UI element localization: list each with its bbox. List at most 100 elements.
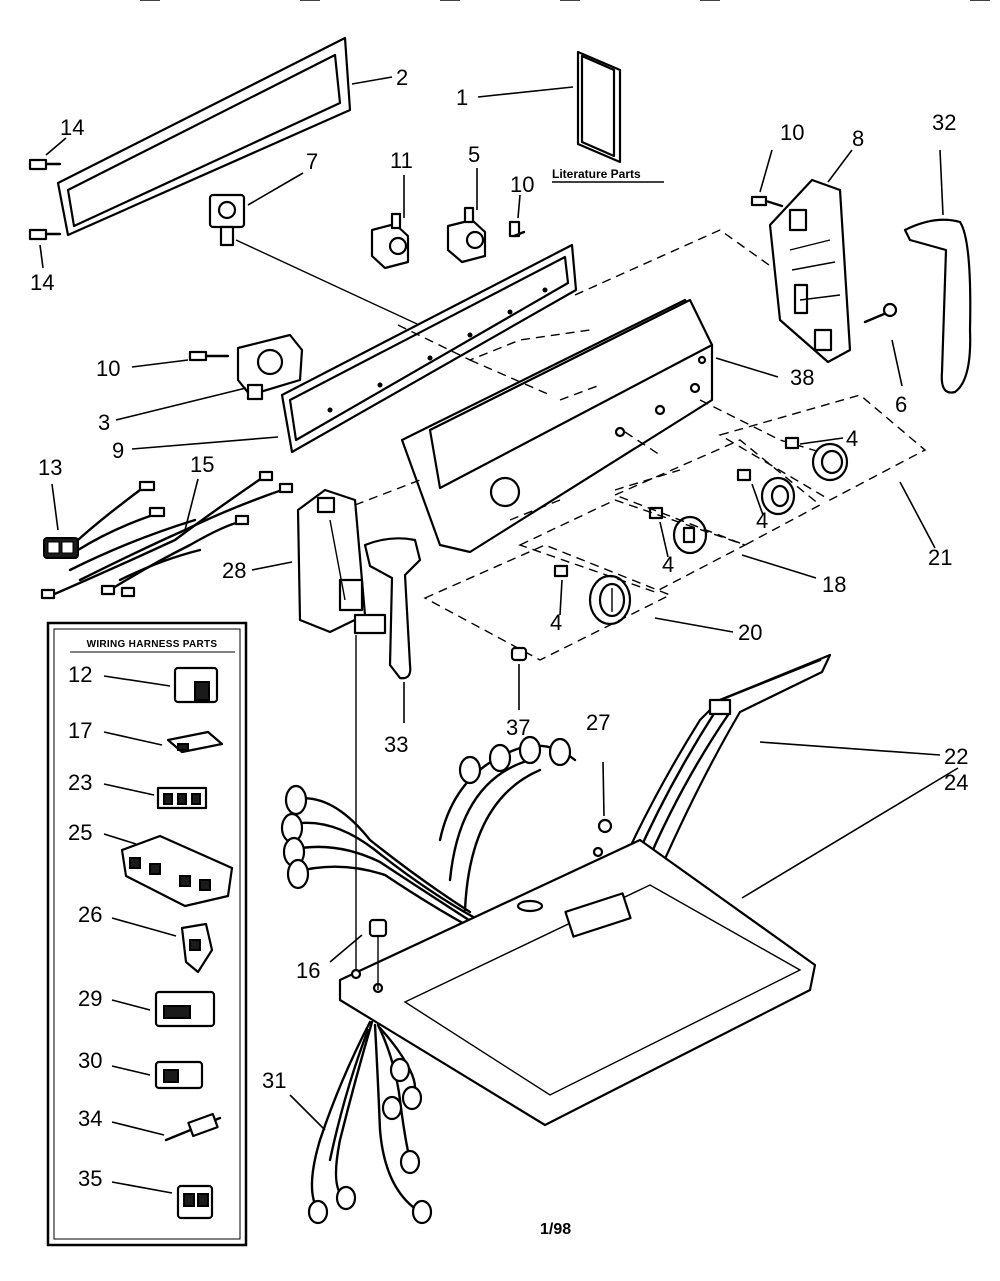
callout-16: 16 (296, 958, 320, 983)
callout-31: 31 (262, 1068, 286, 1093)
callout-13: 13 (38, 455, 62, 480)
leader-10-right (759, 149, 773, 193)
callout-9: 9 (112, 438, 124, 463)
harness-box-title: WIRING HARNESS PARTS (87, 639, 218, 650)
callout-34: 34 (78, 1106, 102, 1131)
end-cap-28-part (296, 488, 387, 635)
callout-2: 2 (396, 65, 408, 90)
screw-10-left (188, 350, 230, 362)
leader-22 (759, 741, 941, 756)
screw-27-part (597, 818, 613, 834)
leader-18 (741, 554, 817, 579)
knob-20-part (588, 574, 632, 626)
connector-26-part (180, 922, 214, 974)
callout-10-left: 10 (96, 356, 120, 381)
callout-32: 32 (932, 110, 956, 135)
literature-parts-label: Literature Parts (552, 167, 641, 181)
connector-17-part (166, 730, 224, 754)
clip-16-part (368, 918, 388, 990)
console-wire-bundle (280, 735, 577, 928)
callout-6: 6 (895, 392, 907, 417)
rear-panel-part (56, 36, 352, 237)
callout-4-c: 4 (756, 508, 768, 533)
leader-10-center (517, 194, 521, 219)
leader-1 (477, 86, 574, 98)
callout-28: 28 (222, 558, 246, 583)
literature-part (576, 50, 622, 164)
switch-5-part (446, 206, 487, 264)
screw-6-part (863, 302, 898, 324)
leader-21 (899, 481, 936, 549)
leader-9 (131, 436, 279, 450)
leader-29 (111, 999, 151, 1011)
callout-26: 26 (78, 902, 102, 927)
callout-7: 7 (306, 149, 318, 174)
callout-20: 20 (738, 620, 762, 645)
end-cap-8-part (768, 178, 852, 364)
callout-4-a: 4 (550, 610, 562, 635)
leader-25 (103, 833, 137, 845)
callout-30: 30 (78, 1048, 102, 1073)
leader-4b (659, 521, 669, 558)
leader-15 (184, 478, 199, 531)
leader-27 (602, 761, 605, 817)
leader-23 (103, 783, 155, 796)
callout-21: 21 (928, 545, 952, 570)
leader-38 (715, 357, 779, 378)
control-bracket-9-part (280, 243, 578, 454)
leader-3 (115, 387, 247, 421)
leader-2 (351, 76, 393, 85)
leader-4a (559, 579, 563, 616)
callout-35: 35 (78, 1166, 102, 1191)
leader-32 (939, 149, 944, 216)
leader-31 (289, 1094, 326, 1131)
leader-14b (39, 244, 44, 269)
leader-34 (111, 1121, 165, 1136)
callout-24: 24 (944, 770, 968, 795)
leader-17 (103, 731, 163, 746)
callout-10-center: 10 (510, 172, 534, 197)
callout-3: 3 (98, 410, 110, 435)
leader-10-left (131, 359, 189, 368)
callout-18: 18 (822, 572, 846, 597)
clip-37-part (510, 646, 528, 662)
trim-32-part (903, 218, 972, 394)
callout-12: 12 (68, 662, 92, 687)
leader-28 (251, 561, 293, 571)
knob-21-part (811, 442, 849, 482)
knob-18a-part (672, 515, 708, 555)
callout-29: 29 (78, 986, 102, 1011)
screw-14-top (28, 158, 62, 171)
trim-33-part (363, 537, 422, 680)
timer-3-part (236, 333, 304, 401)
switch-7-part (208, 193, 246, 247)
leader-26 (111, 917, 177, 937)
leader-30 (111, 1065, 151, 1076)
leader-6 (891, 339, 903, 387)
connector-35-part (176, 1184, 214, 1220)
wiring-harness-parts-box: WIRING HARNESS PARTS 12 17 23 25 (46, 621, 248, 1247)
connector-29-part (154, 990, 216, 1028)
callout-14-bottom: 14 (30, 270, 54, 295)
leader-14a (45, 137, 67, 156)
callout-1: 1 (456, 85, 468, 110)
leader-8 (827, 149, 853, 183)
harness-13-part (43, 480, 166, 559)
callout-22: 22 (944, 744, 968, 769)
knob-18b-part (760, 476, 796, 516)
callout-17: 17 (68, 718, 92, 743)
callout-14-top: 14 (60, 115, 84, 140)
connector-12-part (173, 666, 219, 704)
leader-13 (51, 483, 59, 531)
switch-11-part (370, 212, 410, 270)
leader-4c (751, 483, 764, 516)
connector-25-part (120, 834, 234, 908)
screw-10-right (750, 195, 784, 208)
leader-35 (111, 1181, 173, 1194)
callout-5: 5 (468, 142, 480, 167)
leader-20 (654, 617, 734, 633)
callout-4-b: 4 (662, 552, 674, 577)
harness-31-part (307, 1020, 433, 1225)
callout-25: 25 (68, 820, 92, 845)
